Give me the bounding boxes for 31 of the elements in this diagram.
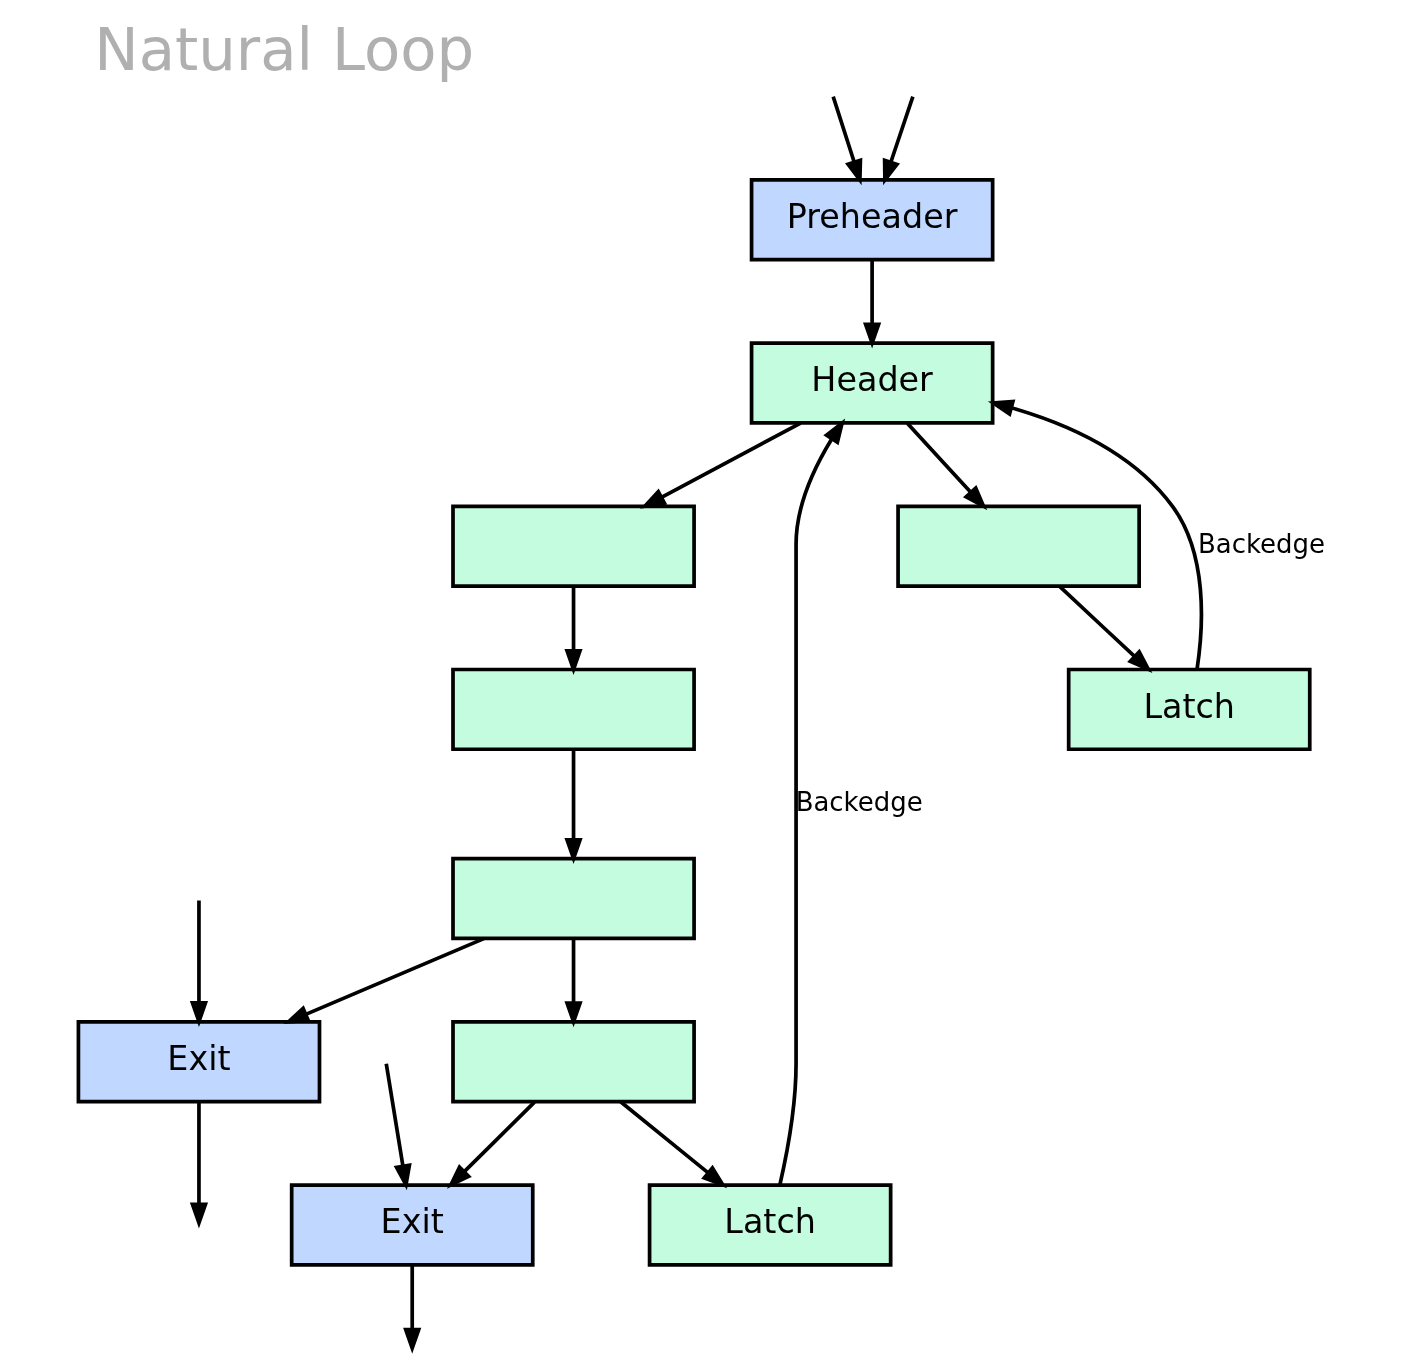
- arrow: [1058, 585, 1152, 674]
- arrow: [563, 939, 583, 1028]
- edge-label: Backedge: [1197, 529, 1325, 560]
- arrow: [618, 1100, 727, 1189]
- node-box: Exit: [76, 1020, 321, 1104]
- node-box: [450, 504, 696, 588]
- diagram-title: Natural Loop: [93, 15, 474, 85]
- node-box: Exit: [289, 1183, 535, 1267]
- arrow: [563, 586, 583, 675]
- node-box: Latch: [647, 1183, 892, 1267]
- node-box: [450, 667, 696, 752]
- arrow: [563, 749, 583, 864]
- edge-label: Backedge: [795, 786, 923, 817]
- node-box: Header: [749, 341, 994, 425]
- arrow: [402, 1265, 421, 1354]
- node-box: [895, 504, 1141, 588]
- arrow: [383, 1063, 412, 1191]
- arrow: [189, 1102, 208, 1229]
- arrow: [777, 418, 845, 1186]
- arrow: [189, 900, 208, 1028]
- node-box: [450, 1020, 696, 1104]
- arrow: [987, 399, 1203, 670]
- arrow: [446, 1100, 536, 1189]
- node-box: Preheader: [749, 178, 994, 262]
- arrow: [830, 96, 862, 186]
- arrow: [905, 422, 987, 511]
- arrow: [882, 96, 915, 186]
- node-box: [450, 856, 696, 941]
- arrow: [639, 421, 801, 509]
- node-box: Latch: [1066, 667, 1312, 752]
- arrow: [862, 260, 881, 349]
